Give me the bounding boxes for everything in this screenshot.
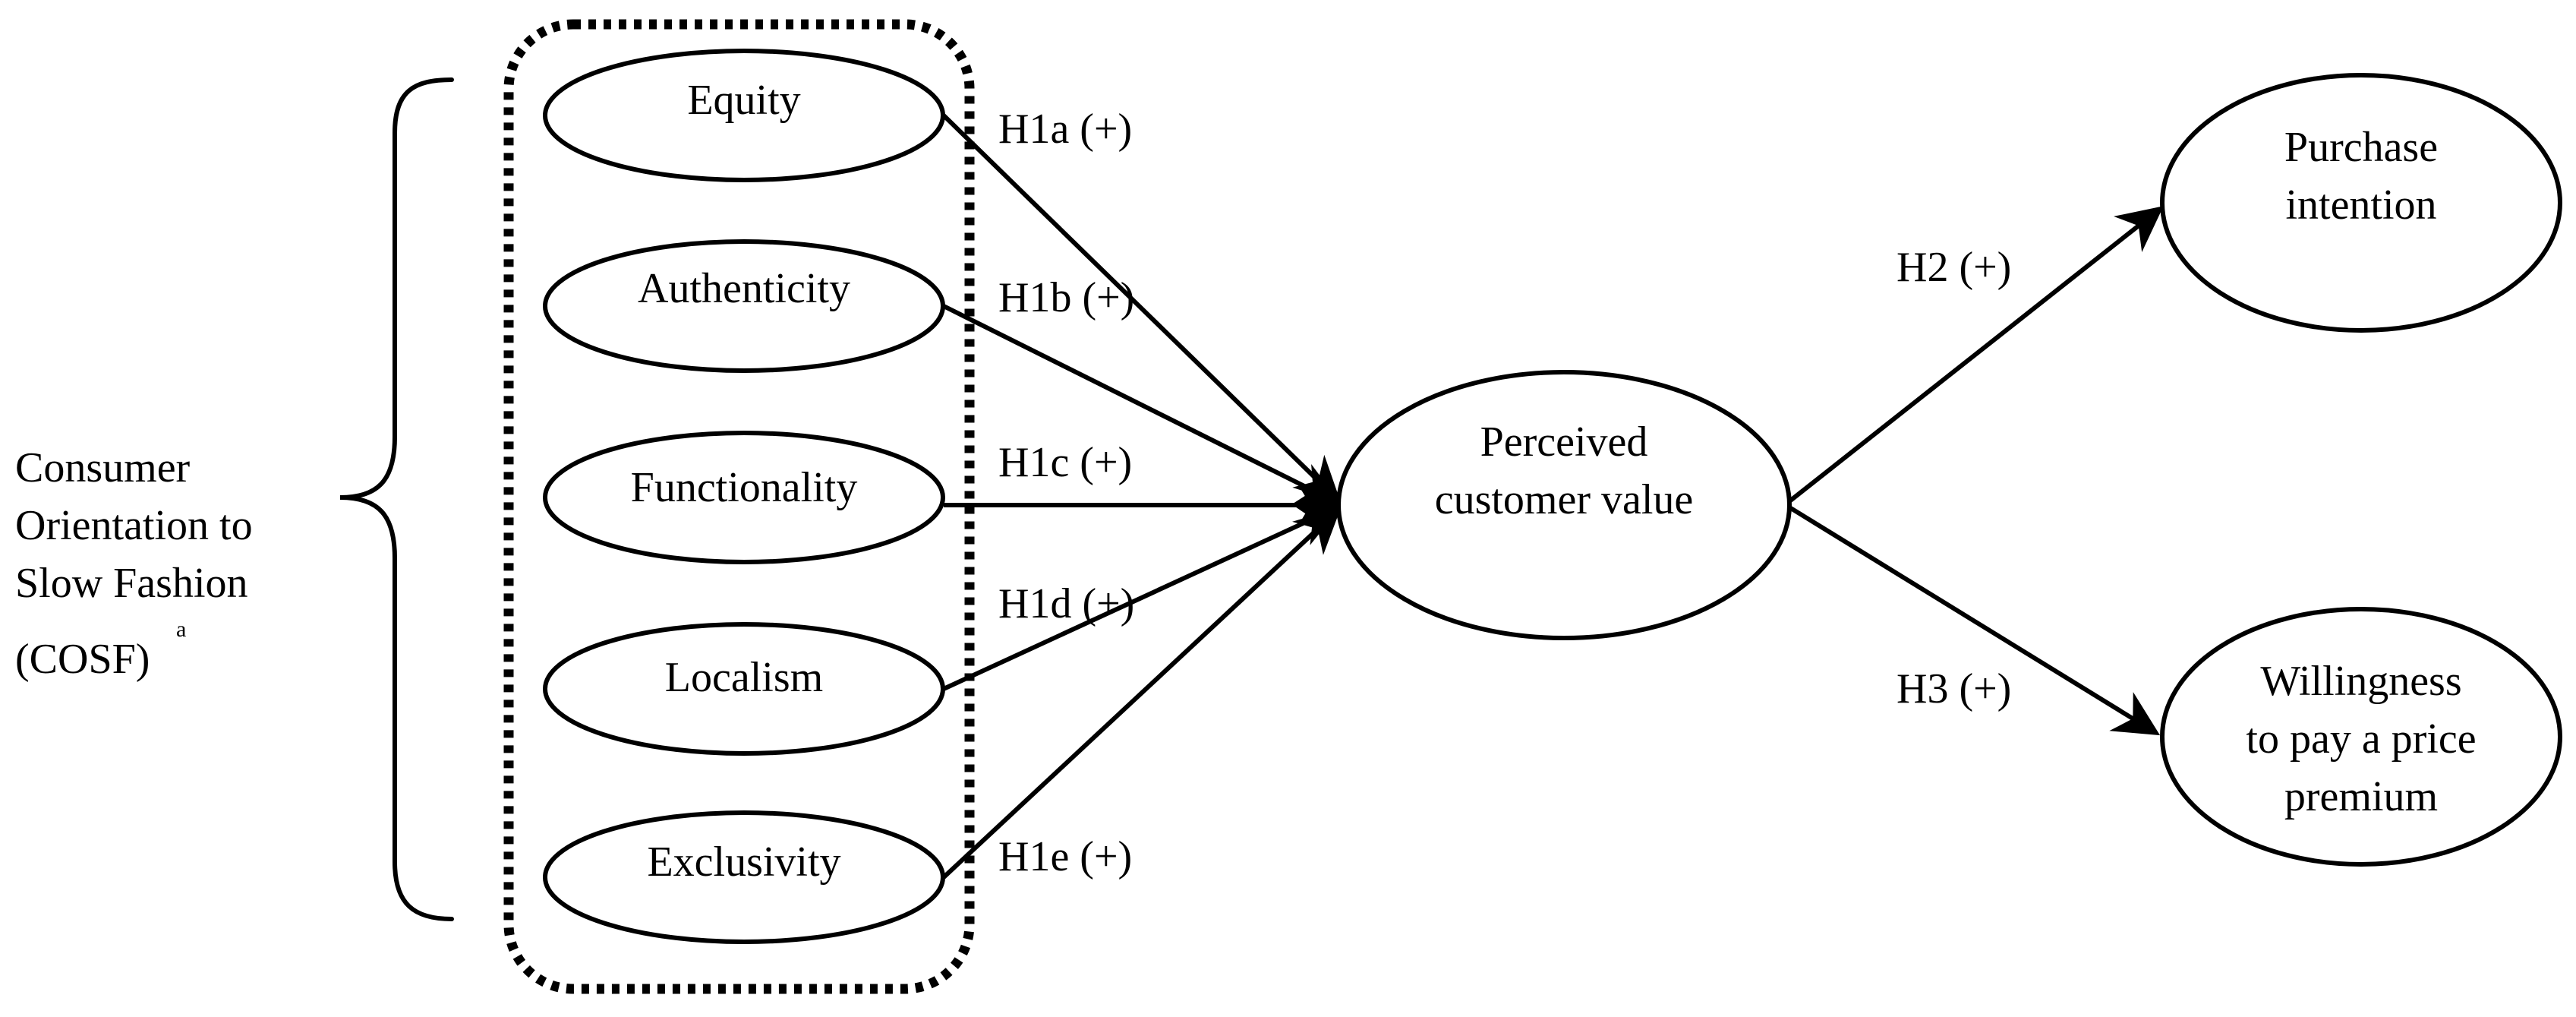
hypothesis-labels: H1a (+) H1b (+) H1c (+) H1d (+) H1e (+) … — [998, 106, 2011, 880]
outcome-line-3: premium — [2284, 773, 2438, 820]
cosf-line-2: Orientation to — [15, 502, 253, 549]
outcome-line-1: Purchase — [2284, 124, 2438, 171]
edge-equity — [941, 113, 1342, 504]
hypothesis-h3-label: H3 (+) — [1897, 665, 2011, 712]
hypothesis-h1a-label: H1a (+) — [998, 106, 1132, 153]
cosf-line-4: (COSF) — [15, 636, 150, 683]
edge-willingness-to-pay — [1788, 505, 2161, 736]
edge-localism — [942, 504, 1342, 691]
h1-edges — [941, 113, 1342, 880]
dimension-node-authenticity: Authenticity — [543, 239, 945, 373]
edge-authenticity — [942, 304, 1342, 505]
edge-exclusivity — [941, 507, 1342, 880]
dimension-label: Functionality — [631, 464, 858, 511]
cosf-superscript: a — [176, 617, 186, 642]
outcome-edges — [1788, 206, 2164, 736]
hypothesis-h1c-label: H1c (+) — [998, 439, 1132, 486]
outcome-node-purchase-intention: Purchase intention — [2160, 73, 2562, 333]
mediator-line-2: customer value — [1435, 476, 1694, 523]
cosf-line-3: Slow Fashion — [15, 560, 248, 607]
hypothesis-h1d-label: H1d (+) — [998, 580, 1134, 627]
hypothesis-h1b-label: H1b (+) — [998, 274, 1134, 321]
cosf-line-1: Consumer — [15, 444, 191, 491]
dimension-node-functionality: Functionality — [543, 431, 945, 564]
mediator-node-perceived-customer-value: Perceived customer value — [1336, 370, 1792, 640]
hypothesis-h2-label: H2 (+) — [1897, 244, 2011, 291]
dimension-label: Authenticity — [638, 265, 850, 312]
edge-purchase-intention — [1788, 206, 2164, 504]
grouping-brace — [339, 77, 454, 921]
mediator-line-1: Perceived — [1480, 418, 1648, 466]
dimension-label: Equity — [687, 77, 800, 124]
dimension-label: Exclusivity — [647, 839, 840, 886]
outcome-node-willingness-to-pay: Willingness to pay a price premium — [2160, 607, 2562, 867]
hypothesis-h1e-label: H1e (+) — [998, 833, 1132, 880]
outcome-line-2: intention — [2285, 182, 2436, 229]
dimension-node-exclusivity: Exclusivity — [543, 810, 945, 944]
outcome-line-2: to pay a price — [2246, 715, 2476, 763]
dimension-node-equity: Equity — [543, 49, 945, 182]
cosf-label: Consumer Orientation to Slow Fashion (CO… — [15, 444, 253, 683]
dimension-label: Localism — [665, 654, 823, 701]
dimension-node-localism: Localism — [543, 622, 945, 756]
outcome-line-1: Willingness — [2260, 658, 2461, 705]
